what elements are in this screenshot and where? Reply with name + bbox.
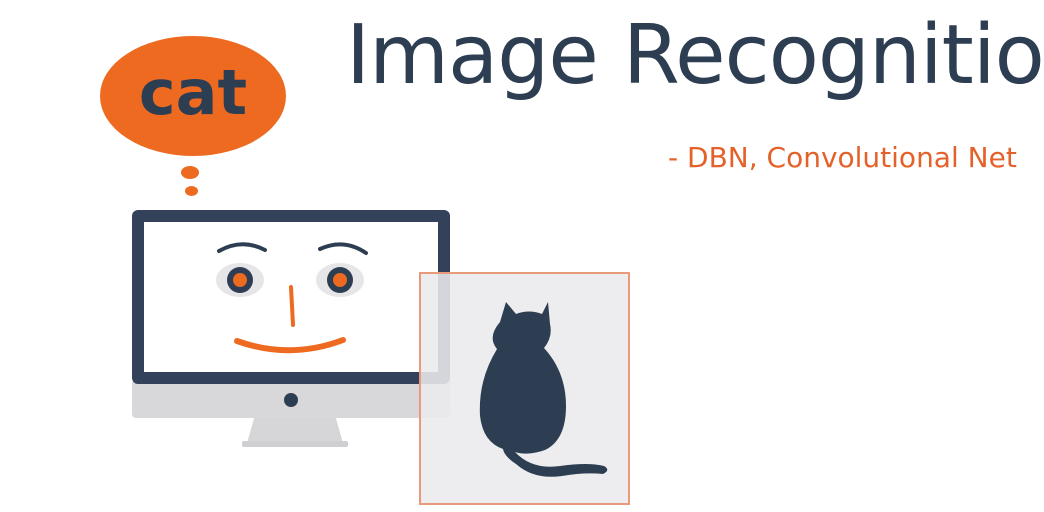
- slide-subtitle: - DBN, Convolutional Net: [668, 141, 1017, 174]
- slide-title: Image Recognition: [346, 8, 1044, 103]
- computer-monitor-icon: [132, 210, 450, 447]
- cat-photo: [419, 272, 630, 505]
- thought-bubble-dot-small: [185, 186, 198, 196]
- thought-bubble-dot: [181, 166, 199, 179]
- robot-face: [216, 242, 368, 354]
- cat-silhouette-icon: [479, 302, 608, 477]
- thought-bubble-label: cat: [138, 55, 248, 129]
- thought-bubble: cat: [100, 36, 286, 156]
